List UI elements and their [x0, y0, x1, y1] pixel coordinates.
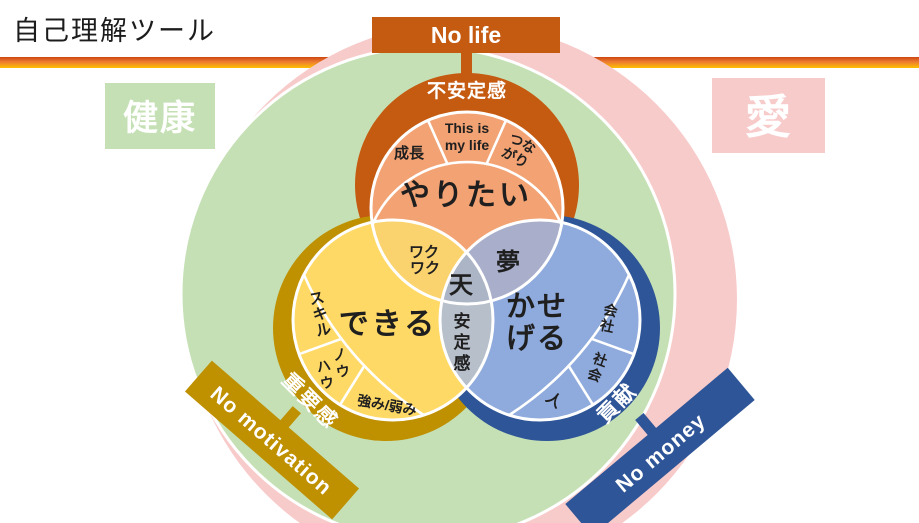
- no-life-connector: [461, 50, 472, 78]
- band-divider: [590, 337, 636, 356]
- band-arc: [302, 273, 426, 417]
- svg-text:ウ: ウ: [335, 362, 352, 381]
- band-lines: [297, 119, 636, 417]
- excitement-label-2: ワク: [410, 260, 440, 277]
- svg-text:会: 会: [585, 365, 605, 385]
- svg-text:感: 感: [454, 353, 471, 373]
- want-core-label: やりたい: [400, 179, 532, 212]
- no-money-banner: [565, 367, 755, 523]
- growth-label: 成長: [394, 144, 425, 162]
- skill-label: ス キ ル: [308, 289, 333, 340]
- svg-text:ハ: ハ: [315, 357, 332, 376]
- svg-text:ス: ス: [308, 289, 326, 309]
- earn-core-label-2: げる: [506, 322, 568, 355]
- band-divider: [338, 364, 366, 407]
- overlap-want-can: [371, 220, 493, 304]
- svg-text:ウ: ウ: [319, 373, 336, 392]
- society-label: 社 会: [585, 349, 610, 385]
- svg-text:定: 定: [454, 332, 471, 352]
- svg-text:社: 社: [598, 316, 616, 335]
- svg-text:ノ: ノ: [331, 345, 348, 364]
- knowhow-label: ノ ウ ハ ウ: [315, 345, 352, 392]
- band-divider: [297, 337, 343, 356]
- svg-text:ル: ル: [314, 320, 332, 340]
- can-circle-outline: [291, 218, 495, 422]
- overlap-want-earn: [440, 220, 563, 304]
- love-box: [712, 78, 825, 153]
- band-divider: [426, 119, 449, 166]
- svg-text:キ: キ: [311, 305, 329, 325]
- dream-label: 夢: [496, 249, 520, 276]
- band-arc: [371, 160, 563, 226]
- company-label: 会 社: [598, 301, 620, 335]
- no-motivation-banner: [184, 360, 360, 520]
- svg-text:安: 安: [454, 311, 471, 331]
- no-life-banner: [372, 17, 560, 53]
- can-core-label: できる: [339, 308, 437, 341]
- heaven-label: 天: [449, 272, 473, 299]
- earn-core-label-1: かせ: [506, 291, 568, 323]
- svg-text:社: 社: [590, 349, 610, 369]
- this-is-my-life-label-2: my life: [445, 137, 490, 153]
- this-is-my-life-label-1: This is: [445, 120, 490, 136]
- health-label: 健康: [123, 98, 197, 138]
- no-life-label: No life: [431, 22, 501, 48]
- love-label: 愛: [745, 91, 791, 143]
- page-title: 自己理解ツール: [13, 16, 216, 46]
- svg-text:会: 会: [602, 301, 620, 320]
- earn-circle-outline: [438, 218, 642, 422]
- instability-label: 不安定感: [427, 79, 507, 102]
- band-divider: [567, 364, 595, 407]
- health-box: [105, 83, 215, 149]
- band-arc: [507, 273, 631, 417]
- excitement-label-1: ワク: [409, 244, 439, 261]
- band-divider: [485, 119, 508, 166]
- stability-label: 安 定 感: [454, 311, 471, 373]
- want-circle-outline: [369, 110, 565, 306]
